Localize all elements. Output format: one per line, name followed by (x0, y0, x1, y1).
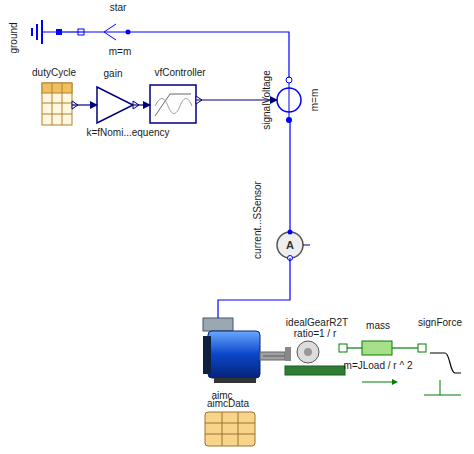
vf-controller-block (150, 85, 202, 123)
controller-node: vfController (150, 85, 196, 123)
table-icon (42, 83, 78, 125)
connection-wire (347, 347, 362, 348)
icon-shape (203, 336, 211, 374)
icon-shape (36, 24, 38, 40)
icon-shape (205, 412, 255, 446)
icon-shape (418, 344, 426, 352)
induction-machine-icon (203, 318, 285, 383)
icon-shape (62, 83, 63, 125)
component-name: aimcData (207, 398, 249, 410)
force-node: signForce (418, 338, 462, 398)
icon-shape (289, 80, 290, 120)
icon-shape (42, 83, 72, 93)
icon-shape (285, 347, 291, 361)
icon-shape (430, 353, 461, 373)
ground-symbol (32, 20, 62, 44)
icon-shape (297, 341, 319, 363)
icon-shape (286, 117, 292, 123)
icon-shape (97, 87, 133, 123)
component-name: dutyCycle (32, 67, 76, 79)
icon-shape (424, 395, 461, 396)
icon-shape (104, 32, 116, 40)
ground-node: ground (30, 20, 62, 44)
gear-rack-icon (285, 341, 347, 375)
connection-wire (289, 122, 290, 232)
icon-shape (104, 32, 140, 33)
data-record-icon (205, 412, 255, 446)
icon-shape (260, 352, 285, 360)
mass-node: massm=JLoad / r ^ 2 (362, 340, 392, 356)
icon-shape (104, 24, 116, 32)
sensor-letter: A (286, 239, 294, 251)
parameter-text: k=fNomi...equency (86, 127, 169, 139)
gear-node: idealGearR2Tratio=1 / r (285, 340, 347, 376)
icon-shape (126, 30, 131, 35)
icon-shape (31, 28, 33, 36)
data-record-node: aimcData (205, 412, 255, 446)
component-name: signForce (418, 317, 462, 329)
icon-shape (203, 318, 233, 331)
icon-shape (277, 232, 303, 258)
icon-shape (362, 341, 392, 355)
icon-shape (285, 366, 345, 375)
component-name: star (110, 2, 127, 14)
component-name: signalVoltage (261, 70, 273, 130)
icon-shape (339, 344, 347, 352)
icon-shape (42, 114, 72, 115)
component-name: vfController (154, 67, 205, 79)
gain-node: gaink=fNomi...equency (97, 87, 133, 123)
star-symbol (78, 24, 140, 40)
component-name: mass (366, 320, 390, 332)
icon-shape (277, 88, 301, 112)
parameter-text: m=m (109, 46, 132, 58)
icon-shape (205, 434, 255, 435)
icon-shape (285, 363, 345, 366)
icon-shape (205, 423, 255, 424)
icon-shape (440, 380, 441, 395)
star-node: starm=m (84, 22, 140, 42)
icon-shape (304, 348, 312, 356)
icon-shape (303, 245, 310, 246)
icon-shape (289, 88, 290, 112)
icon-shape (84, 32, 104, 33)
icon-shape (42, 103, 72, 104)
icon-shape (222, 412, 223, 446)
connection-wire (72, 104, 97, 105)
parameter-text: m=m (309, 89, 321, 112)
parameter-text: m=JLoad / r ^ 2 (344, 360, 413, 372)
icon-shape (155, 94, 191, 116)
icon-shape (155, 99, 192, 114)
icon-shape (52, 83, 53, 125)
connection-wire (218, 258, 290, 318)
component-name: gain (104, 68, 123, 80)
icon-shape (392, 379, 398, 385)
gain-triangle (97, 87, 139, 123)
voltage-source-node: signalVoltagem=m (277, 78, 301, 122)
icon-shape (56, 29, 62, 35)
component-name: current...SSensor (252, 181, 264, 259)
table-node: dutyCycle (42, 83, 72, 125)
icon-shape (42, 83, 72, 125)
icon-shape (362, 382, 392, 383)
current-sensor-symbol (277, 230, 310, 261)
machine-node: aimc (203, 318, 263, 380)
connection-wire (62, 31, 84, 32)
connection-wire (263, 355, 285, 356)
connection-wire (133, 104, 150, 105)
icon-shape (214, 378, 256, 383)
component-name: ground (8, 22, 20, 53)
voltage-source-symbol (277, 77, 301, 123)
component-name: idealGearR2T (286, 317, 348, 329)
icon-shape (238, 412, 239, 446)
parameter-text: ratio=1 / r (294, 328, 337, 340)
connection-wire (392, 347, 418, 348)
icon-shape (208, 331, 260, 378)
force-source-icon (418, 344, 461, 395)
icon-shape (150, 85, 196, 123)
